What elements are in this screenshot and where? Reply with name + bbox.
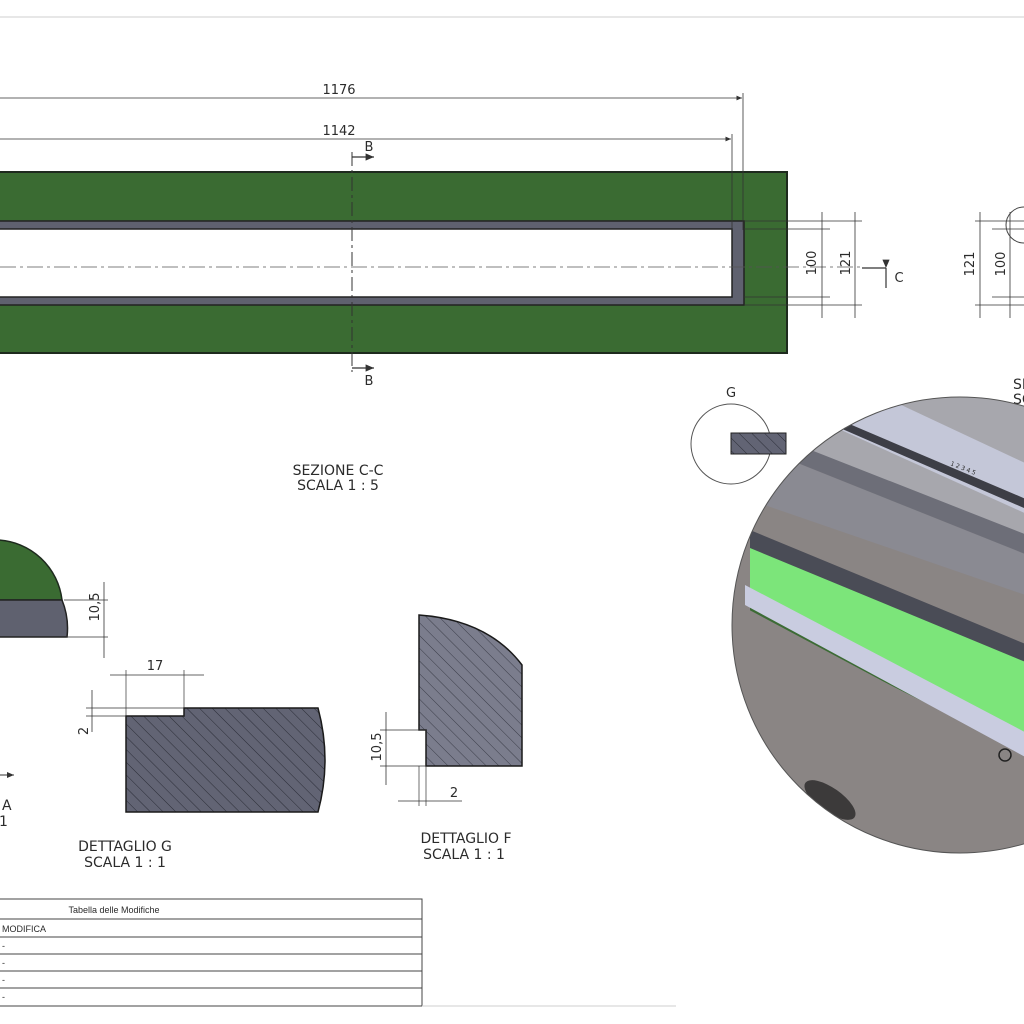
revision-table: Tabella delle Modifiche MODIFICA - - - - bbox=[0, 898, 423, 1007]
detail-f-title: DETTAGLIO F bbox=[420, 831, 511, 847]
detail-a-title-fragment: A bbox=[2, 798, 12, 814]
side-dim-121-label: 121 bbox=[963, 252, 978, 277]
dim-heights: 100 121 bbox=[744, 212, 862, 318]
section-cc-scale: SCALA 1 : 5 bbox=[297, 478, 379, 494]
section-cc-title: SEZIONE C-C bbox=[293, 463, 384, 479]
detail-f-view: 10,5 2 bbox=[370, 614, 523, 806]
detail-g-view: 17 2 bbox=[77, 659, 326, 813]
detail-a-dim-label: 10,5 bbox=[88, 593, 103, 622]
detail-f-height-label: 10,5 bbox=[370, 733, 385, 762]
dim-top-length-outer: 1176 bbox=[0, 83, 744, 230]
right-view-dims: 121 100 SE SC bbox=[963, 206, 1024, 408]
revision-table-header: MODIFICA bbox=[2, 924, 46, 934]
dim-1176-label: 1176 bbox=[322, 83, 355, 98]
section-b-bottom-label: B bbox=[365, 374, 374, 389]
detail-g-callout-label: G bbox=[726, 386, 736, 401]
section-c-label: C bbox=[894, 271, 903, 286]
side-dim-100-label: 100 bbox=[994, 252, 1009, 277]
detail-g-scale: SCALA 1 : 1 bbox=[84, 855, 166, 871]
detail-g-callout: G bbox=[690, 386, 787, 485]
render-view: 1 2 3 4 5 bbox=[732, 397, 1024, 853]
right-view-title-fragment: SE bbox=[1013, 377, 1024, 393]
revision-table-row: - bbox=[2, 975, 5, 985]
dim-100-label: 100 bbox=[805, 251, 820, 276]
detail-a-view: 10,5 A 1 bbox=[0, 539, 108, 830]
section-cc-view bbox=[0, 152, 860, 372]
detail-a-scale-fragment: 1 bbox=[0, 814, 8, 830]
right-view-scale-fragment: SC bbox=[1013, 392, 1024, 408]
revision-table-row: - bbox=[2, 958, 5, 968]
revision-table-row: - bbox=[2, 992, 5, 1002]
dim-121-label: 121 bbox=[839, 251, 854, 276]
revision-table-title: Tabella delle Modifiche bbox=[68, 905, 159, 915]
dim-top-length-inner: 1142 bbox=[0, 124, 733, 230]
detail-g-step-label: 2 bbox=[77, 727, 92, 735]
section-c-marker: C bbox=[862, 259, 904, 288]
render-view-border bbox=[731, 396, 1024, 854]
detail-f-step-label: 2 bbox=[450, 786, 458, 801]
detail-g-width-label: 17 bbox=[147, 659, 164, 674]
detail-f-scale: SCALA 1 : 1 bbox=[423, 847, 505, 863]
revision-table-row: - bbox=[2, 941, 5, 951]
section-b-top-label: B bbox=[365, 140, 374, 155]
frame-opening bbox=[0, 228, 733, 298]
detail-g-title: DETTAGLIO G bbox=[78, 839, 172, 855]
dim-1142-label: 1142 bbox=[322, 124, 355, 139]
section-b-marker-top: B bbox=[352, 140, 374, 161]
section-b-marker-bottom: B bbox=[352, 364, 374, 389]
